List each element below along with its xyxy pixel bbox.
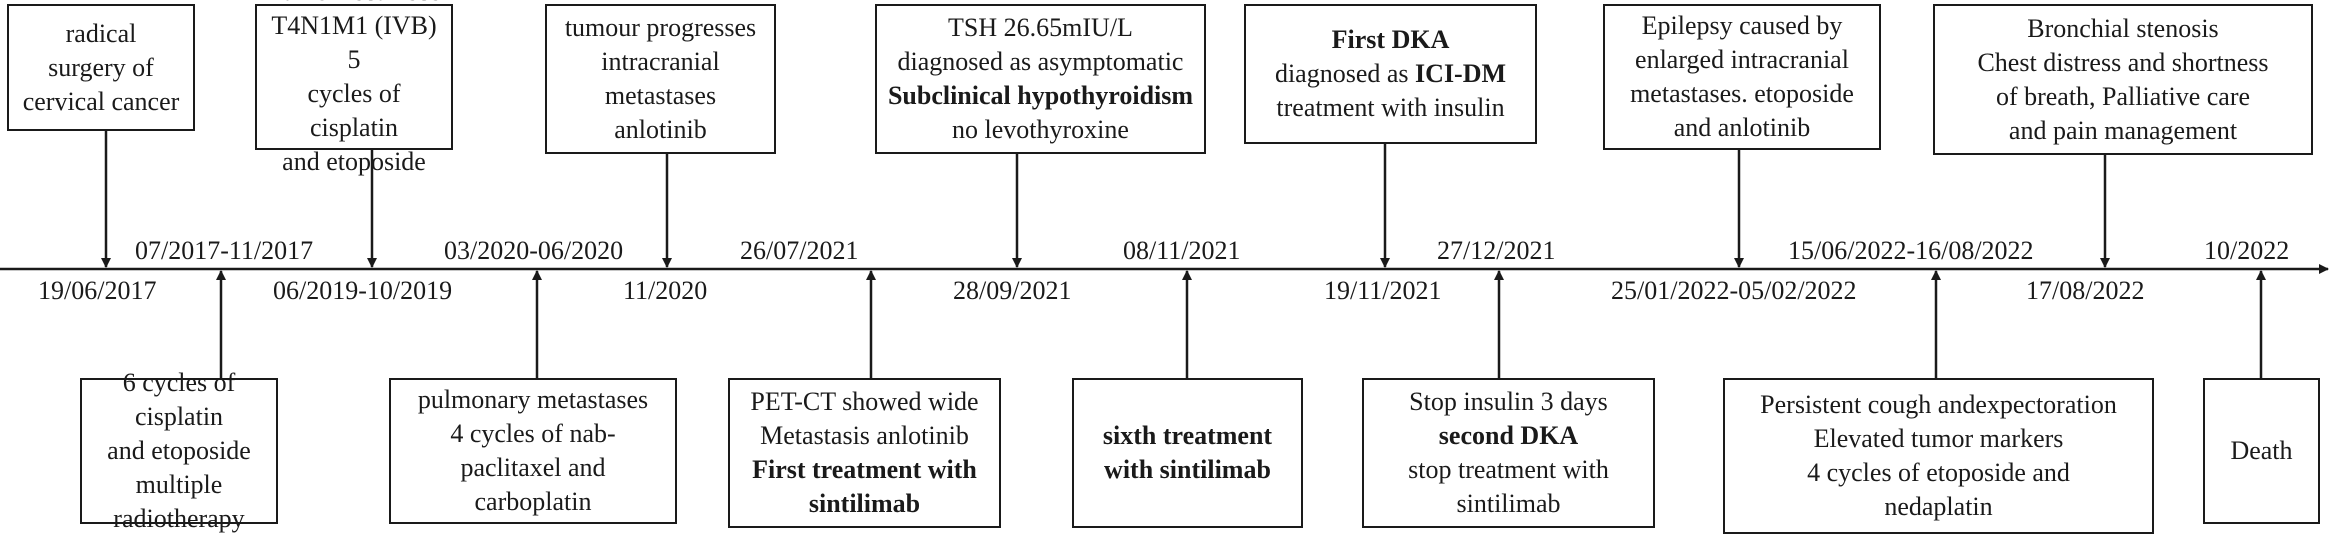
event-line: anlotinib xyxy=(614,115,707,144)
event-line: and etoposide xyxy=(282,147,426,176)
event-line: intracranial xyxy=(601,47,720,76)
event-line: pulmonary metastases xyxy=(417,385,649,414)
event-line: sintilimab xyxy=(1456,489,1561,518)
event-line: Tumor recurrece xyxy=(263,0,445,9)
event-text: pulmonary metastases 4 cycles of nab-pacl… xyxy=(418,383,648,519)
event-line: First treatment with xyxy=(752,455,977,484)
event-line: and etoposide xyxy=(107,436,251,465)
event-line: TSH 26.65mIU/L xyxy=(948,13,1133,42)
date-label: 03/2020-06/2020 xyxy=(444,236,624,265)
event-line: Epilepsy caused by xyxy=(1641,11,1843,40)
date-label: 26/07/2021 xyxy=(740,236,859,265)
event-box-below-7: Death xyxy=(2203,378,2320,524)
event-line: metastases. etoposide xyxy=(1630,79,1854,108)
event-line: T4N1M1 (IVB) 5 xyxy=(271,11,437,74)
event-line: Elevated tumor markers xyxy=(1813,424,2064,453)
event-line: and anlotinib xyxy=(1673,113,1811,142)
event-line: 4 cycles of etoposide and xyxy=(1807,458,2070,487)
event-line: sixth treatment xyxy=(1102,421,1273,450)
event-box-below-1: 6 cycles of cisplatin and etoposide multip… xyxy=(80,368,278,533)
event-box-below-4: sixth treatment with sintilimab xyxy=(1072,378,1303,528)
event-text: Death xyxy=(2230,434,2292,468)
date-label: 25/01/2022-05/02/2022 xyxy=(1611,276,1857,305)
date-label: 27/12/2021 xyxy=(1437,236,1556,265)
event-line: 4 cycles of nab- xyxy=(450,419,616,448)
event-line: PET-CT showed wide xyxy=(750,387,979,416)
event-line: surgery of xyxy=(48,52,154,82)
date-label: 15/06/2022-16/08/2022 xyxy=(1788,236,2034,265)
event-line: tumour progresses xyxy=(564,13,757,42)
event-text: 6 cycles of cisplatin and etoposide multip… xyxy=(88,366,270,536)
event-text: tumour progresses intracranial metastases a… xyxy=(565,11,756,147)
event-line: carboplatin xyxy=(474,487,592,516)
event-line: treatment with insulin xyxy=(1276,93,1505,122)
event-text-segment: ICI-DM xyxy=(1415,59,1507,88)
date-label: 10/2022 xyxy=(2204,236,2290,265)
event-line: of breath, Palliative care xyxy=(1995,81,2251,111)
date-label: 17/08/2022 xyxy=(2026,276,2145,305)
event-line: Bronchial stenosis xyxy=(2027,13,2219,43)
event-box-below-2: pulmonary metastases 4 cycles of nab-pacl… xyxy=(389,378,677,524)
event-box-below-5: Stop insulin 3 days second DKA stop treatm… xyxy=(1362,378,1655,528)
event-line: diagnosed as asymptomatic xyxy=(897,47,1184,76)
event-line: 6 cycles of cisplatin xyxy=(122,368,236,431)
event-text: sixth treatment with sintilimab xyxy=(1103,419,1272,487)
event-line: and pain management xyxy=(2008,115,2238,145)
event-line: radical xyxy=(65,18,137,48)
date-label: 11/2020 xyxy=(623,276,708,305)
event-line: Metastasis anlotinib xyxy=(760,421,969,450)
event-line: Subclinical hypothyroidism xyxy=(887,81,1194,110)
event-line: First DKA xyxy=(1331,25,1450,54)
date-label: 19/11/2021 xyxy=(1324,276,1442,305)
event-text-segment: diagnosed as xyxy=(1274,59,1416,88)
event-line: Persistent cough andexpectoration xyxy=(1760,390,2117,419)
date-label: 19/06/2017 xyxy=(38,276,157,305)
event-line: diagnosed as ICI-DM xyxy=(1275,57,1506,91)
event-line: cervical cancer xyxy=(22,86,180,116)
event-line: nedaplatin xyxy=(1884,492,1993,521)
date-label: 28/09/2021 xyxy=(953,276,1072,305)
event-line: multiple xyxy=(135,470,223,499)
event-text: radical surgery of cervical cancer xyxy=(23,17,180,119)
event-text: Stop insulin 3 days second DKA stop treatm… xyxy=(1408,385,1609,521)
event-line: paclitaxel and xyxy=(460,453,606,482)
event-line: second DKA xyxy=(1438,421,1579,450)
event-box-above-1: radical surgery of cervical cancer xyxy=(7,4,195,131)
event-line: radiotherapy xyxy=(113,504,245,533)
event-line: no levothyroxine xyxy=(952,115,1129,144)
event-line: stop treatment with xyxy=(1408,455,1609,484)
event-text: Epilepsy caused by enlarged intracranial m… xyxy=(1630,9,1854,145)
event-box-above-6: Epilepsy caused by enlarged intracranial m… xyxy=(1603,4,1881,150)
date-label: 06/2019-10/2019 xyxy=(273,276,453,305)
event-line: Death xyxy=(2230,436,2293,465)
event-line: Stop insulin 3 days xyxy=(1409,387,1608,416)
event-line: with sintilimab xyxy=(1104,455,1271,484)
date-label: 07/2017-11/2017 xyxy=(135,236,314,265)
connector-arrows xyxy=(101,131,2266,378)
event-line: metastases xyxy=(604,81,717,110)
event-line: sintilimab xyxy=(808,489,921,518)
date-label: 08/11/2021 xyxy=(1123,236,1241,265)
event-line: Chest distress and shortness xyxy=(1977,47,2269,77)
event-box-above-3: tumour progresses intracranial metastases a… xyxy=(545,4,776,154)
event-line: enlarged intracranial xyxy=(1635,45,1849,74)
event-line: cycles of cisplatin xyxy=(307,79,401,142)
